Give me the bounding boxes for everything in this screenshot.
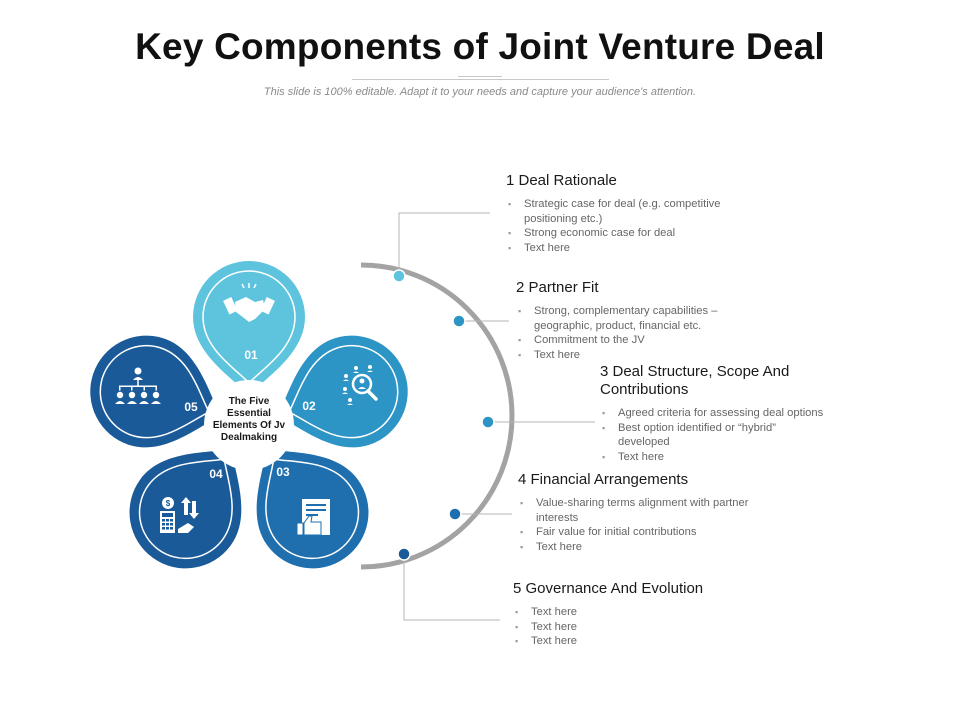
calculator-arrows-icon: $ (160, 497, 199, 533)
arc-dot-5 (397, 547, 411, 561)
connector-1 (398, 212, 490, 276)
bullet-list: Strategic case for deal (e.g. competitiv… (506, 197, 786, 255)
center-label-line: The Five (228, 396, 270, 407)
bullet-item: Text here (513, 605, 793, 620)
petal-05 (90, 335, 221, 448)
handshake-icon (223, 283, 275, 322)
petal-number-02: 02 (302, 399, 316, 413)
item-title: 2 Partner Fit (516, 279, 599, 296)
bullet-item: Commitment to the JV (516, 333, 776, 348)
bullet-list: Agreed criteria for assessing deal optio… (600, 406, 880, 464)
bullet-item: Text here (600, 450, 880, 465)
title-divider (352, 79, 609, 80)
svg-text:$: $ (166, 499, 171, 508)
bullet-item: Strong, complementary capabilities – geo… (516, 304, 762, 333)
center-label-line: Elements Of Jv (212, 420, 286, 431)
people-search-icon (342, 365, 378, 405)
item-title: 3 Deal Structure, Scope And Contribution… (600, 363, 790, 398)
petal-number-05: 05 (184, 400, 198, 414)
item-governance-evolution: 5 Governance And Evolution Text here Tex… (513, 580, 793, 649)
bullet-item: Value-sharing terms alignment with partn… (518, 496, 766, 525)
bullet-item: Strategic case for deal (e.g. competitiv… (506, 197, 764, 226)
bullet-item: Strong economic case for deal (506, 226, 786, 241)
item-title: 4 Financial Arrangements (518, 471, 689, 488)
bullet-item: Text here (516, 348, 776, 363)
petal-02 (277, 335, 408, 448)
item-deal-rationale: 1 Deal Rationale Strategic case for deal… (506, 172, 786, 255)
connector-5 (403, 554, 500, 621)
slide-subtitle: This slide is 100% editable. Adapt it to… (263, 86, 697, 98)
center-label: The Five Essential Elements Of Jv Dealma… (209, 396, 289, 444)
bullet-item: Agreed criteria for assessing deal optio… (600, 406, 880, 421)
bullet-list: Text here Text here Text here (513, 605, 793, 649)
petal-number-03: 03 (276, 465, 290, 479)
bullet-list: Value-sharing terms alignment with partn… (518, 496, 798, 554)
timeline-arc (360, 262, 515, 570)
item-financial-arrangements: 4 Financial Arrangements Value-sharing t… (518, 471, 798, 554)
bullet-item: Best option identified or “hybrid” devel… (600, 421, 828, 450)
center-circle (204, 380, 294, 470)
document-thumbs-up-icon (296, 499, 330, 536)
center-label-line: Essential (227, 408, 271, 419)
bullet-item: Fair value for initial contributions (518, 525, 798, 540)
item-partner-fit: 2 Partner Fit Strong, complementary capa… (516, 279, 776, 362)
slide-title: Key Components of Joint Venture Deal (135, 26, 825, 67)
bullet-item: Text here (506, 241, 786, 256)
petal-01 (193, 261, 305, 395)
center-label-line: Dealmaking (220, 432, 278, 443)
bullet-item: Text here (518, 540, 798, 555)
arc-dot-1 (392, 269, 406, 283)
petal-number-04: 04 (209, 467, 223, 481)
item-deal-structure: 3 Deal Structure, Scope And Contribution… (600, 363, 880, 464)
bullet-list: Strong, complementary capabilities – geo… (516, 304, 776, 362)
item-title: 1 Deal Rationale (506, 172, 617, 189)
org-chart-icon (115, 367, 161, 404)
bullet-item: Text here (513, 634, 793, 649)
item-title: 5 Governance And Evolution (513, 580, 704, 597)
bullet-item: Text here (513, 620, 793, 635)
arc-dot-4 (448, 507, 462, 521)
arc-dot-2 (452, 314, 466, 328)
petal-number-01: 01 (244, 348, 258, 362)
arc-dot-3 (481, 415, 495, 429)
title-divider-accent (458, 76, 502, 77)
